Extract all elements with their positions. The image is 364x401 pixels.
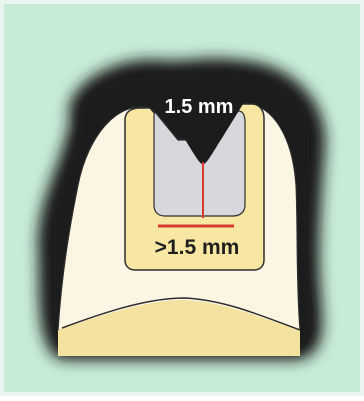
occlusal-depth-label: 1.5 mm (165, 96, 234, 118)
isthmus-width-label: >1.5 mm (155, 236, 240, 259)
